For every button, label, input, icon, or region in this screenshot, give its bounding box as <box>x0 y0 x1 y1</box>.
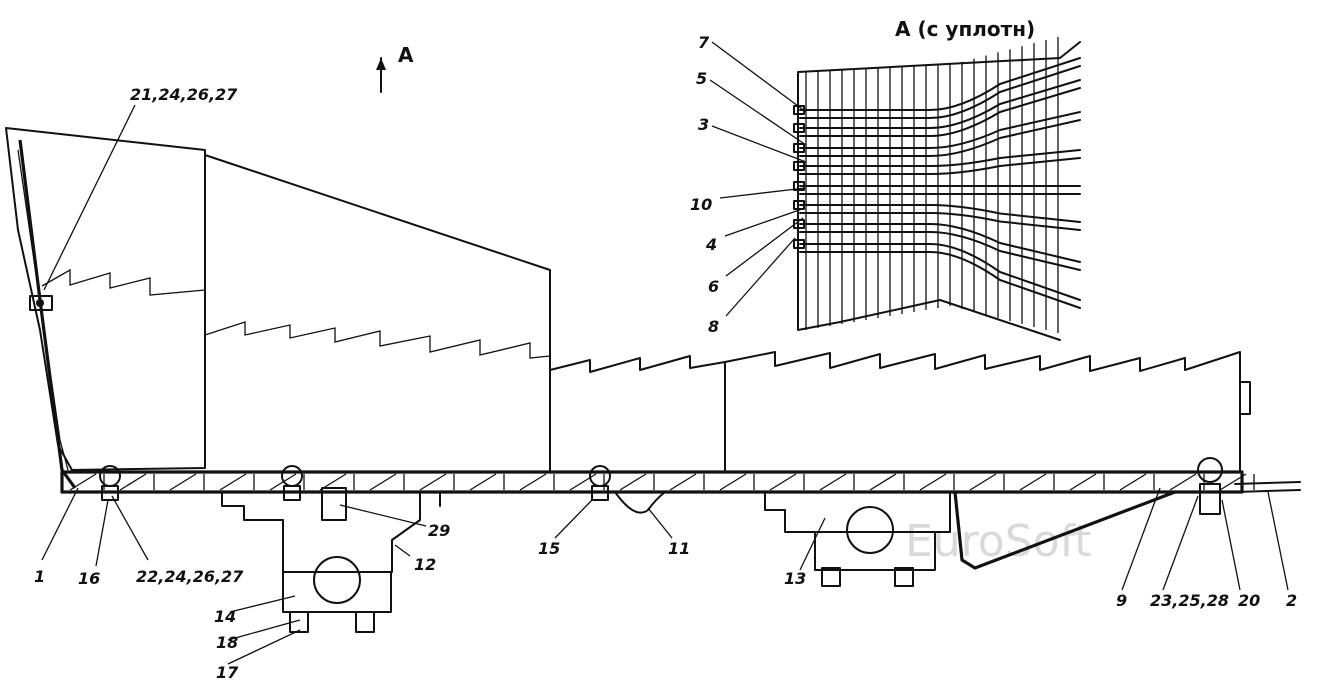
bolt-2 <box>281 465 303 501</box>
callout-11: 11 <box>668 539 690 558</box>
callout-2: 2 <box>1286 591 1297 610</box>
inset-fiber-edge <box>799 231 1081 271</box>
inset-fiber <box>799 111 1081 149</box>
bracket-12 <box>221 487 441 573</box>
inset-clip <box>793 200 805 210</box>
inset-fiber-edge <box>799 212 1081 231</box>
callout-12: 12 <box>414 555 436 574</box>
floor-hatch-line <box>419 473 447 491</box>
inset-fiber <box>799 149 1081 167</box>
bolt-1 <box>99 465 121 501</box>
callout-9: 9 <box>1116 591 1127 610</box>
inset-fiber <box>799 204 1081 223</box>
floor-hatch-line <box>169 473 197 491</box>
bracket-13 <box>764 491 951 587</box>
callout-21-24-26-27: 21,24,26,27 <box>130 85 238 104</box>
callout-14: 14 <box>214 607 236 626</box>
inset-fiber-edge <box>799 87 1081 137</box>
view-marker: A <box>376 43 414 93</box>
panel-left <box>5 127 206 471</box>
panel-mid-right <box>549 355 726 473</box>
floor-hatch-line <box>569 473 597 491</box>
inset-callout-4: 4 <box>705 235 717 254</box>
bracket-11 <box>614 491 666 514</box>
callout-20: 20 <box>1238 591 1260 610</box>
inset-callout-10: 10 <box>690 195 712 214</box>
floor-hatch-line <box>919 473 947 491</box>
inset-fiber-edge <box>799 157 1081 175</box>
inset-clip <box>793 123 805 133</box>
callout-29: 29 <box>428 521 450 540</box>
inset-fiber-edge <box>799 119 1081 157</box>
floor-hatch-line <box>769 473 797 491</box>
inset-fiber <box>799 79 1081 129</box>
floor-hatch-line <box>1169 473 1197 491</box>
inset-fiber-edge <box>799 65 1081 119</box>
callout-13: 13 <box>784 569 806 588</box>
inset-fiber <box>799 223 1081 263</box>
leader-lines <box>41 41 1289 665</box>
floor-hatch-line <box>1069 473 1097 491</box>
panel-right <box>724 351 1251 473</box>
inset-clip <box>793 161 805 171</box>
callout-15: 15 <box>538 539 560 558</box>
floor-hatch-line <box>719 473 747 491</box>
clamp-14 <box>282 556 392 633</box>
callout-17: 17 <box>216 663 239 682</box>
inset-callout-5: 5 <box>696 69 707 88</box>
bolt-3 <box>589 465 611 501</box>
inset-callout-3: 3 <box>698 115 709 134</box>
floor-hatch-line <box>219 473 247 491</box>
floor-hatch-line <box>369 473 397 491</box>
bolt-4 <box>1197 457 1223 515</box>
callout-22-24-26-27: 22,24,26,27 <box>136 567 244 586</box>
callout-18: 18 <box>216 633 238 652</box>
inset-fiber <box>799 243 1081 301</box>
floor-hatch-line <box>1219 473 1247 491</box>
floor-hatch-line <box>519 473 547 491</box>
view-letter: A <box>398 43 414 67</box>
rod-clamp <box>29 295 53 311</box>
floor-hatch-line <box>819 473 847 491</box>
floor-plate <box>60 470 1255 494</box>
inset-callout-8: 8 <box>708 317 719 336</box>
callout-23-25-28: 23,25,28 <box>1150 591 1229 610</box>
floor-hatch-line <box>469 473 497 491</box>
inset-fiber-edge <box>799 251 1081 309</box>
inset-fiber <box>799 57 1081 111</box>
callout-labels: 21,24,26,27 1 16 22,24,26,27 29 12 14 18… <box>34 33 1297 682</box>
floor-hatch-line <box>619 473 647 491</box>
floor-hatch-line <box>1119 473 1147 491</box>
floor-hatch-line <box>969 473 997 491</box>
inset-clip <box>793 143 805 153</box>
inset-view: А (с уплотн) <box>793 17 1081 341</box>
cable-2 <box>1234 481 1301 493</box>
strut <box>953 490 1176 570</box>
floor-hatch-line <box>669 473 697 491</box>
inset-clip <box>793 239 805 249</box>
inset-callout-7: 7 <box>698 33 710 52</box>
inset-callout-6: 6 <box>708 277 719 296</box>
side-rod <box>18 139 77 489</box>
callout-16: 16 <box>78 569 100 588</box>
floor-hatch-line <box>119 473 147 491</box>
inset-clip <box>793 181 805 191</box>
inset-title: А (с уплотн) <box>895 17 1035 41</box>
panel-mid-left <box>204 154 551 473</box>
floor-hatch-line <box>1019 473 1047 491</box>
floor-hatch-line <box>869 473 897 491</box>
callout-1: 1 <box>34 567 45 586</box>
